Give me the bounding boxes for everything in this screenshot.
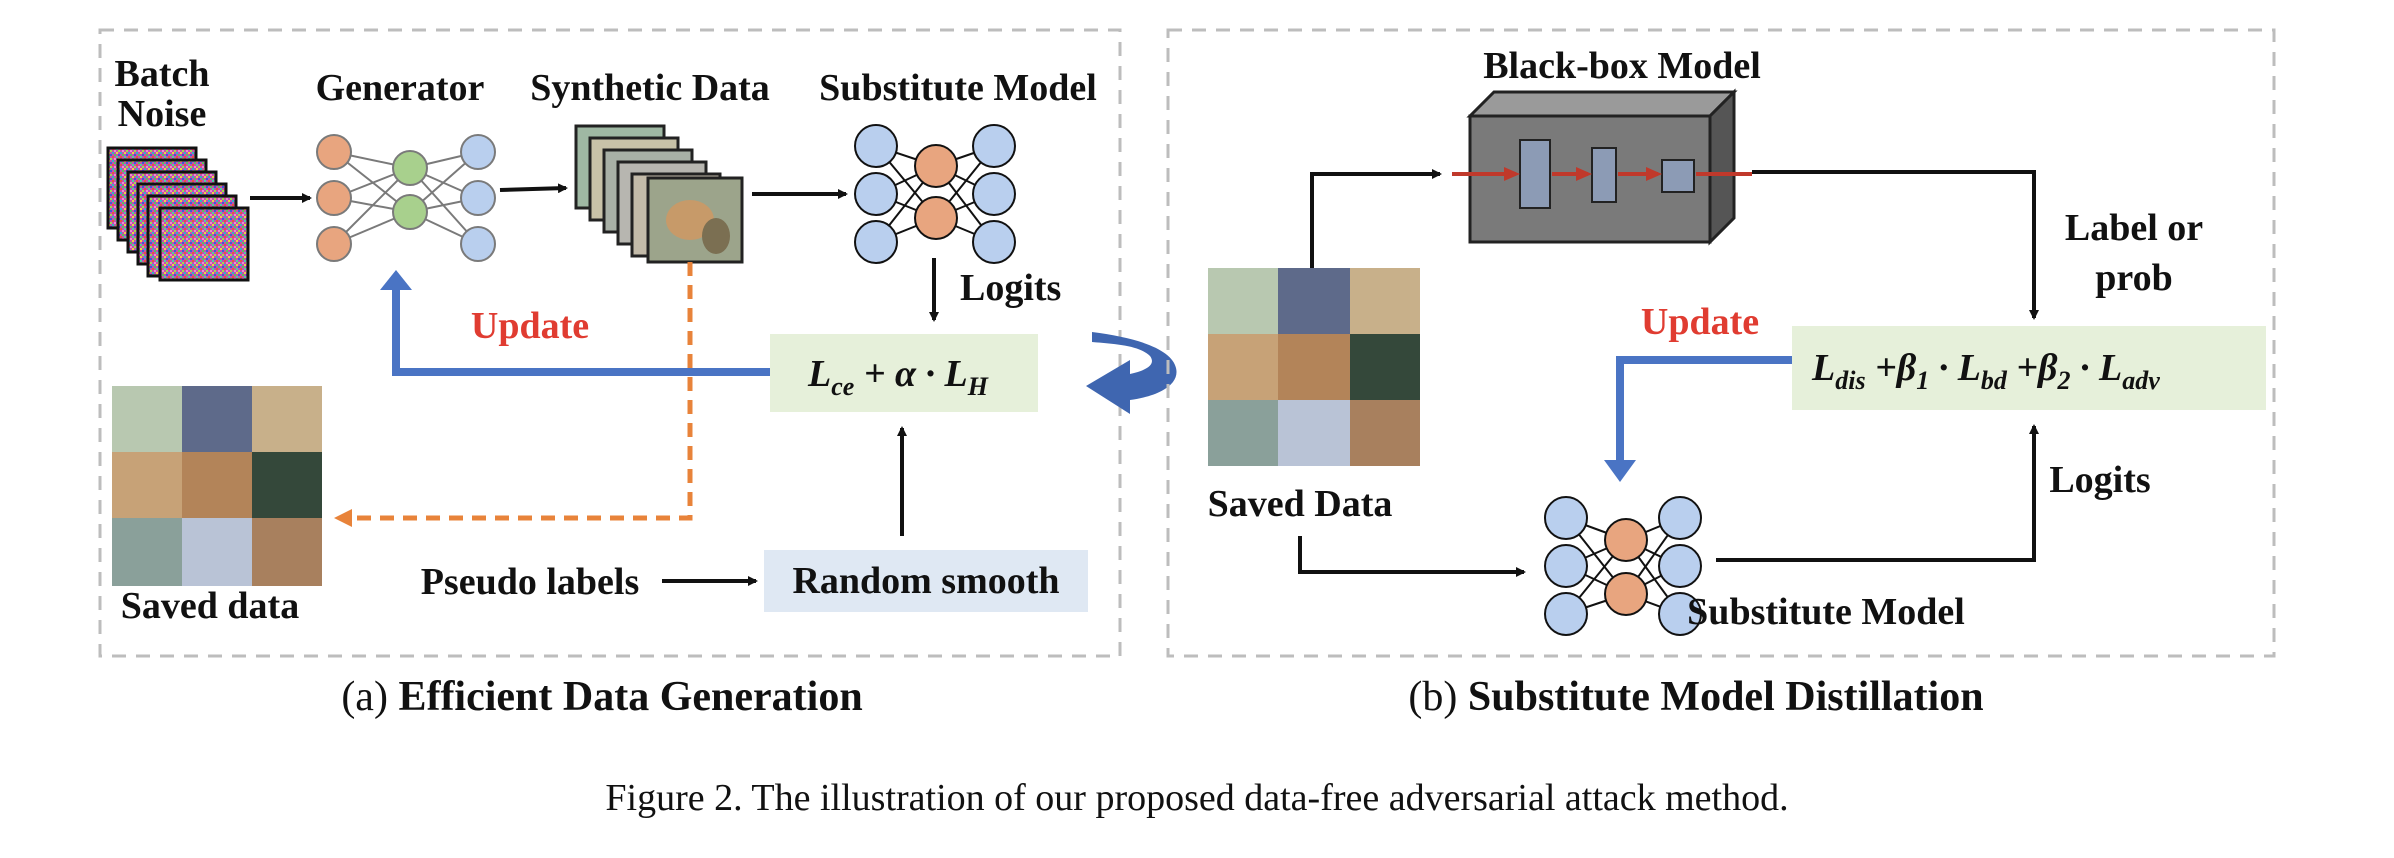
saved-data-grid-a (112, 386, 322, 586)
substitute-network-b (1544, 496, 1702, 636)
substitute-network-a (854, 124, 1016, 264)
loss-box-a (770, 334, 1038, 412)
saved-to-substitute-arrow (1298, 536, 1526, 577)
caption-a: (a) Efficient Data Generation (341, 674, 862, 720)
blackbox-model (1452, 88, 1752, 246)
save-data-dashed-arrow (348, 262, 693, 521)
loss-box-b (1792, 326, 2266, 410)
blackbox-to-loss-arrow (1752, 170, 2039, 320)
transfer-curved-arrow (1086, 332, 1177, 414)
batch-noise-label-1: Batch (115, 53, 210, 95)
saved-data-label-a: Saved data (121, 585, 299, 627)
generator-network (316, 134, 496, 262)
save-data-dashed-arrow-head (334, 509, 352, 527)
random-smooth-box (764, 550, 1088, 612)
batch-noise-stack (106, 146, 250, 282)
update-label-b: Update (1641, 301, 1759, 343)
substitute-model-label-a: Substitute Model (819, 67, 1097, 109)
logits-arrow-b (1716, 424, 2039, 562)
saved-data-grid-b (1208, 268, 1420, 466)
caption-b: (b) Substitute Model Distillation (1408, 674, 1983, 720)
update-arrow-b-head (1604, 460, 1636, 482)
loss-formula-a: Lce + α · LH (807, 353, 989, 401)
pseudo-labels-label: Pseudo labels (421, 561, 640, 603)
saved-data-label-b: Saved Data (1208, 483, 1393, 525)
synthetic-data-stack (574, 124, 744, 264)
update-arrow-a-head (380, 270, 412, 290)
logits-label-b: Logits (2049, 459, 2150, 501)
substitute-model-label-b: Substitute Model (1687, 591, 1965, 633)
update-arrow-b (1616, 356, 1792, 462)
random-smooth-label: Random smooth (792, 560, 1059, 602)
generator-label: Generator (316, 67, 485, 109)
synthetic-data-label: Synthetic Data (530, 67, 770, 109)
generator-to-synthetic-arrow (499, 183, 568, 194)
saved-to-blackbox-arrow (1310, 169, 1442, 268)
label-or-prob-1: Label or (2065, 207, 2203, 249)
batch-noise-label-2: Noise (118, 93, 207, 135)
blackbox-model-label: Black-box Model (1483, 45, 1761, 87)
update-label-a: Update (471, 305, 589, 347)
loss-formula-b: Ldis +β1 · Lbd +β2 · Ladv (1811, 347, 2160, 395)
panel-b-border (1166, 28, 2276, 658)
figure-caption: Figure 2. The illustration of our propos… (605, 777, 1788, 819)
label-or-prob-2: prob (2095, 257, 2172, 299)
update-arrow-a (392, 286, 770, 376)
logits-label-a: Logits (960, 267, 1061, 309)
